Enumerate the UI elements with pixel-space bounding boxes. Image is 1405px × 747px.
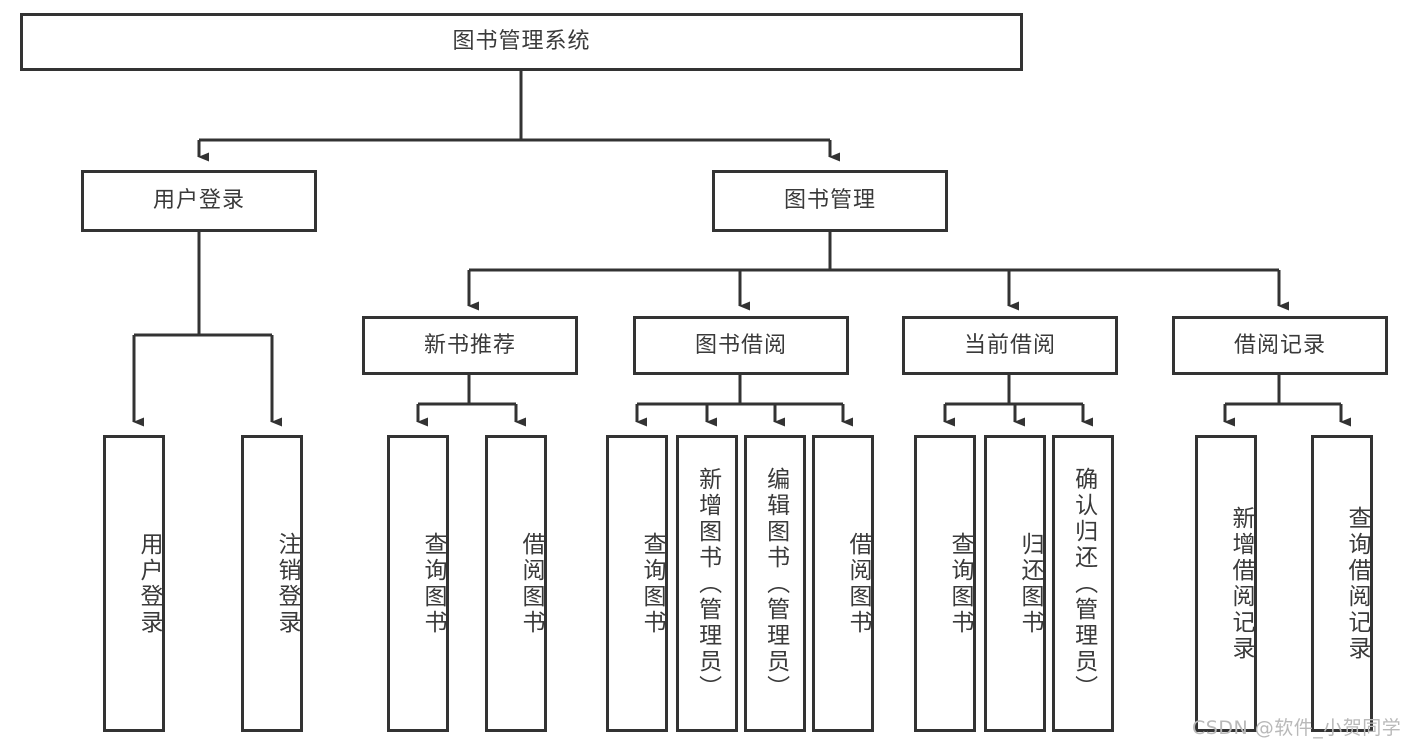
node-borrow-record[interactable]: 借阅记录 xyxy=(1172,316,1388,375)
leaf-borrow-record-add-record[interactable]: 新增借阅记录 xyxy=(1195,435,1257,732)
node-root-library-system[interactable]: 图书管理系统 xyxy=(20,13,1023,71)
leaf-label: 借阅图书 xyxy=(518,531,544,636)
leaf-book-borrow-add-book-admin[interactable]: 新增图书（管理员） xyxy=(676,435,738,732)
leaf-user-login-logout[interactable]: 注销登录 xyxy=(241,435,303,732)
node-user-login-label: 用户登录 xyxy=(152,188,245,214)
leaf-label: 新增借阅记录 xyxy=(1228,505,1254,662)
node-book-management-label: 图书管理 xyxy=(783,188,876,214)
leaf-user-login-login[interactable]: 用户登录 xyxy=(103,435,165,732)
leaf-book-borrow-edit-book-admin[interactable]: 编辑图书（管理员） xyxy=(744,435,806,732)
leaf-label: 借阅图书 xyxy=(845,531,871,636)
leaf-current-borrow-return-book[interactable]: 归还图书 xyxy=(984,435,1046,732)
leaf-current-borrow-query-book[interactable]: 查询图书 xyxy=(914,435,976,732)
leaf-label: 编辑图书（管理员） xyxy=(762,466,789,701)
node-new-book-recommend[interactable]: 新书推荐 xyxy=(362,316,578,375)
leaf-book-borrow-borrow-book[interactable]: 借阅图书 xyxy=(812,435,874,732)
node-new-book-recommend-label: 新书推荐 xyxy=(423,332,516,358)
node-current-borrow[interactable]: 当前借阅 xyxy=(902,316,1118,375)
csdn-watermark: CSDN @软件_小贺同学 xyxy=(1192,717,1402,739)
leaf-label: 查询图书 xyxy=(420,531,446,636)
node-borrow-record-label: 借阅记录 xyxy=(1233,332,1326,358)
node-book-borrow[interactable]: 图书借阅 xyxy=(633,316,849,375)
leaf-label: 查询图书 xyxy=(947,531,973,636)
node-book-management[interactable]: 图书管理 xyxy=(712,170,948,232)
node-user-login[interactable]: 用户登录 xyxy=(81,170,317,232)
leaf-label: 查询图书 xyxy=(639,531,665,636)
leaf-label: 新增图书（管理员） xyxy=(694,466,721,701)
leaf-label: 查询借阅记录 xyxy=(1344,505,1370,662)
leaf-label: 归还图书 xyxy=(1017,531,1043,636)
leaf-label: 确认归还（管理员） xyxy=(1070,466,1097,701)
leaf-new-book-query-book[interactable]: 查询图书 xyxy=(387,435,449,732)
leaf-label: 用户登录 xyxy=(136,531,162,636)
leaf-borrow-record-query-record[interactable]: 查询借阅记录 xyxy=(1311,435,1373,732)
node-current-borrow-label: 当前借阅 xyxy=(963,332,1056,358)
leaf-book-borrow-query-book[interactable]: 查询图书 xyxy=(606,435,668,732)
leaf-new-book-borrow-book[interactable]: 借阅图书 xyxy=(485,435,547,732)
node-root-label: 图书管理系统 xyxy=(452,29,591,55)
leaf-label: 注销登录 xyxy=(274,531,300,636)
node-book-borrow-label: 图书借阅 xyxy=(694,332,787,358)
leaf-current-borrow-confirm-return-admin[interactable]: 确认归还（管理员） xyxy=(1052,435,1114,732)
